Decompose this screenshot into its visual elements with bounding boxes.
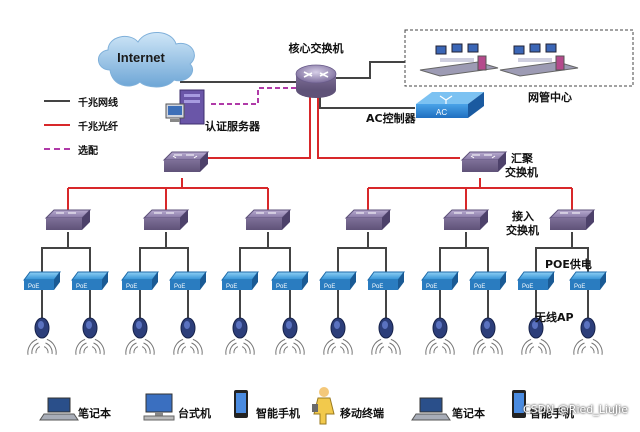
- wifi-waves-icon: [225, 338, 255, 355]
- wireless-ap-icon: [275, 317, 305, 355]
- terminal-label-laptop: 笔记本: [78, 406, 111, 420]
- wireless-ap-icon: [323, 317, 353, 355]
- internet-label: Internet: [117, 50, 165, 65]
- poe-switch-icon: PoE: [421, 271, 459, 290]
- poe-label: POE供电: [545, 257, 592, 271]
- wireless-ap-icon: [425, 317, 455, 355]
- wireless-ap-icon: [125, 317, 155, 355]
- legend-copper-line-icon: [44, 100, 70, 102]
- terminal-label-desktop: 台式机: [178, 406, 211, 420]
- nms-center-box: [404, 29, 634, 87]
- poe-device-text: PoE: [126, 284, 137, 290]
- ac-device-text: AC: [436, 108, 447, 117]
- access-switch-icon: [44, 209, 92, 230]
- poe-device-text: PoE: [174, 284, 185, 290]
- legend-item-optional: 选配: [44, 142, 98, 157]
- legend-fiber-label: 千兆光纤: [78, 121, 118, 133]
- core-switch-icon: [295, 64, 337, 98]
- desktop-icon: [143, 393, 175, 421]
- poe-switch-icon: PoE: [469, 271, 507, 290]
- terminal-label-smartphone: 智能手机: [256, 406, 300, 420]
- legend-optional-label: 选配: [78, 145, 98, 157]
- wifi-waves-icon: [75, 338, 105, 355]
- wifi-waves-icon: [173, 338, 203, 355]
- poe-device-text: PoE: [76, 284, 87, 290]
- laptop-icon: [39, 397, 79, 421]
- wifi-waves-icon: [473, 338, 503, 355]
- poe-device-text: PoE: [426, 284, 437, 290]
- poe-device-text: PoE: [226, 284, 237, 290]
- legend-fiber-line-icon: [44, 124, 70, 126]
- access-switch-icon: [344, 209, 392, 230]
- wifi-waves-icon: [27, 338, 57, 355]
- wifi-waves-icon: [521, 338, 551, 355]
- mobile-user-icon: [312, 387, 335, 425]
- poe-switch-icon: PoE: [169, 271, 207, 290]
- access-label-line2: 交换机: [506, 223, 539, 237]
- poe-device-text: PoE: [522, 284, 533, 290]
- wifi-waves-icon: [275, 338, 305, 355]
- legend-optional-line-icon: [44, 148, 70, 150]
- terminal-label-mobile: 移动终端: [340, 406, 384, 420]
- poe-switch-icon: PoE: [569, 271, 607, 290]
- nms-center-label: 网管中心: [528, 90, 572, 104]
- terminal-label-smartphone-2: 智能手机: [530, 406, 574, 420]
- wifi-waves-icon: [125, 338, 155, 355]
- ap-label: 无线AP: [534, 310, 574, 324]
- aggregation-switch-left-icon: [162, 151, 210, 172]
- legend-item-copper: 千兆网线: [44, 94, 118, 109]
- auth-server-label: 认证服务器: [205, 119, 261, 133]
- core-switch-label: 核心交换机: [289, 41, 344, 55]
- access-switch-icon: [244, 209, 292, 230]
- poe-switch-icon: PoE: [517, 271, 555, 290]
- wifi-waves-icon: [425, 338, 455, 355]
- wifi-waves-icon: [323, 338, 353, 355]
- watermark: CSDN @Ried_LiuJie: [522, 403, 628, 416]
- smartphone-icon: [512, 390, 526, 418]
- ac-controller-label: AC控制器: [366, 111, 417, 125]
- terminal-label-laptop-2: 笔记本: [452, 406, 485, 420]
- access-switch-icon: [548, 209, 596, 230]
- links: [41, 61, 589, 318]
- legend-item-fiber: 千兆光纤: [44, 118, 118, 133]
- poe-device-text: PoE: [28, 284, 39, 290]
- poe-switch-icon: PoE: [23, 271, 61, 290]
- smartphone-icon: [234, 390, 248, 418]
- poe-switch-icon: PoE: [367, 271, 405, 290]
- wireless-ap-icon: [371, 317, 401, 355]
- wireless-ap-icon: [173, 317, 203, 355]
- poe-switch-icon: PoE: [271, 271, 309, 290]
- wireless-ap-icon: [225, 317, 255, 355]
- wireless-ap-icon: [573, 317, 603, 355]
- poe-device-text: PoE: [372, 284, 383, 290]
- wifi-waves-icon: [371, 338, 401, 355]
- laptop-icon: [411, 397, 451, 421]
- internet-cloud-icon: [98, 32, 195, 88]
- legend-copper-label: 千兆网线: [78, 97, 118, 109]
- wireless-ap-icon: [521, 317, 551, 355]
- aggregation-switch-right-icon: [460, 151, 508, 172]
- poe-device-text: PoE: [324, 284, 335, 290]
- wireless-ap-icon: [473, 317, 503, 355]
- poe-device-text: PoE: [276, 284, 287, 290]
- access-switch-icon: [442, 209, 490, 230]
- auth-server-icon: [165, 89, 205, 125]
- wireless-ap-icon: [75, 317, 105, 355]
- wireless-ap-icon: [27, 317, 57, 355]
- access-switch-icon: [142, 209, 190, 230]
- aggregation-label-line2: 交换机: [505, 165, 538, 179]
- poe-device-text: PoE: [474, 284, 485, 290]
- aggregation-label-line1: 汇聚: [511, 152, 534, 165]
- ac-controller-icon: [416, 92, 484, 118]
- poe-switch-icon: PoE: [71, 271, 109, 290]
- poe-switch-icon: PoE: [319, 271, 357, 290]
- poe-device-text: PoE: [574, 284, 585, 290]
- wifi-waves-icon: [573, 338, 603, 355]
- poe-switch-icon: PoE: [221, 271, 259, 290]
- poe-switch-icon: PoE: [121, 271, 159, 290]
- access-label-line1: 接入: [512, 209, 534, 223]
